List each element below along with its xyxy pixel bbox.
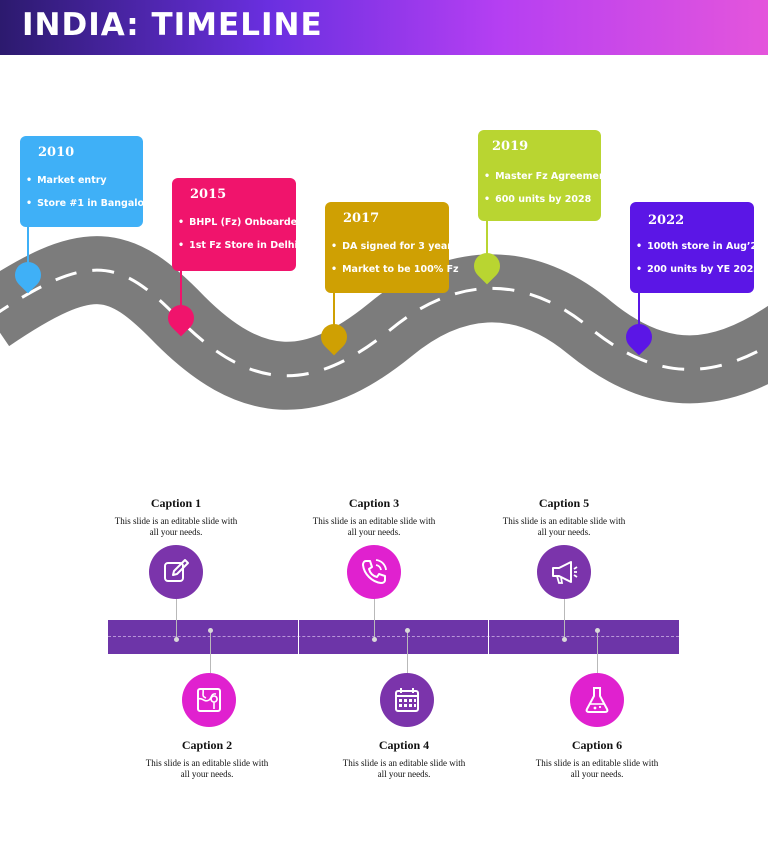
stem-2019 bbox=[486, 220, 488, 256]
page-title: INDIA: TIMELINE bbox=[22, 7, 323, 43]
milestone-item: Master Fz Agreement bbox=[484, 171, 610, 182]
caption-description: all your needs. bbox=[149, 527, 203, 537]
caption-description: This slide is an editable slide with bbox=[145, 758, 269, 768]
caption-timeline-bar bbox=[108, 620, 679, 654]
caption-description: all your needs. bbox=[377, 769, 431, 779]
caption-6-circle bbox=[570, 673, 624, 727]
caption-description: This slide is an editable slide with bbox=[342, 758, 466, 768]
map-icon bbox=[197, 688, 221, 712]
stem-2017 bbox=[333, 292, 335, 328]
connector-line bbox=[374, 598, 375, 640]
connector-line bbox=[407, 631, 408, 673]
edit-icon bbox=[164, 559, 189, 582]
milestone-year: 2019 bbox=[492, 139, 529, 154]
caption-title: Caption 6 bbox=[571, 738, 623, 752]
connector-dot bbox=[405, 628, 410, 633]
caption-description: all your needs. bbox=[180, 769, 234, 779]
milestone-item: 200 units by YE 2023 bbox=[636, 264, 764, 275]
milestone-2017: 2017 DA signed for 3 years Market to be … bbox=[325, 202, 459, 293]
flask-icon bbox=[585, 687, 609, 713]
caption-title: Caption 2 bbox=[181, 738, 233, 752]
milestone-2022: 2022 100th store in Aug’22 200 units by … bbox=[630, 202, 764, 293]
caption-description: all your needs. bbox=[347, 527, 401, 537]
caption-title: Caption 3 bbox=[348, 496, 400, 510]
caption-4-circle bbox=[380, 673, 434, 727]
milestone-year: 2017 bbox=[343, 211, 380, 226]
caption-3-circle bbox=[347, 545, 401, 599]
caption-description: This slide is an editable slide with bbox=[535, 758, 659, 768]
caption-title: Caption 4 bbox=[378, 738, 430, 752]
caption-5-circle bbox=[537, 545, 591, 599]
caption-description: all your needs. bbox=[570, 769, 624, 779]
milestone-item: 600 units by 2028 bbox=[484, 194, 610, 205]
caption-description: This slide is an editable slide with bbox=[502, 516, 626, 526]
caption-5: Caption 5 This slide is an editable slid… bbox=[489, 496, 639, 538]
milestone-item: 100th store in Aug’22 bbox=[636, 241, 764, 252]
milestone-item: Market entry bbox=[26, 175, 155, 186]
bar-dashed-line bbox=[108, 636, 679, 637]
bar-divider bbox=[298, 620, 299, 654]
caption-1: Caption 1 This slide is an editable slid… bbox=[101, 496, 251, 538]
caption-6: Caption 6 This slide is an editable slid… bbox=[522, 738, 672, 780]
caption-description: This slide is an editable slide with bbox=[114, 516, 238, 526]
milestone-year: 2022 bbox=[648, 213, 685, 228]
caption-4: Caption 4 This slide is an editable slid… bbox=[329, 738, 479, 780]
milestone-2015: 2015 BHPL (Fz) Onboarded 1st Fz Store in… bbox=[172, 178, 304, 271]
milestone-item: Market to be 100% Fz bbox=[331, 264, 459, 275]
caption-2-circle bbox=[182, 673, 236, 727]
connector-line bbox=[176, 598, 177, 640]
connector-dot bbox=[562, 637, 567, 642]
bar-divider bbox=[488, 620, 489, 654]
caption-3: Caption 3 This slide is an editable slid… bbox=[299, 496, 449, 538]
connector-dot bbox=[595, 628, 600, 633]
milestone-year: 2010 bbox=[38, 145, 75, 160]
caption-description: all your needs. bbox=[537, 527, 591, 537]
milestone-item: DA signed for 3 years bbox=[331, 241, 459, 252]
milestone-2010: 2010 Market entry Store #1 in Bangalore bbox=[20, 136, 155, 227]
stem-2010 bbox=[27, 226, 29, 271]
milestone-year: 2015 bbox=[190, 187, 227, 202]
title-banner: INDIA: TIMELINE bbox=[0, 0, 768, 55]
connector-line bbox=[564, 598, 565, 640]
caption-1-circle bbox=[149, 545, 203, 599]
stem-2022 bbox=[638, 292, 640, 328]
milestone-item: Store #1 in Bangalore bbox=[26, 198, 155, 209]
connector-dot bbox=[208, 628, 213, 633]
calendar-icon bbox=[395, 688, 419, 712]
caption-2: Caption 2 This slide is an editable slid… bbox=[132, 738, 282, 780]
connector-line bbox=[210, 631, 211, 673]
milestone-item: BHPL (Fz) Onboarded bbox=[178, 217, 304, 228]
milestone-item: 1st Fz Store in Delhi bbox=[178, 240, 304, 251]
caption-title: Caption 5 bbox=[538, 496, 590, 510]
connector-line bbox=[597, 631, 598, 673]
connector-dot bbox=[174, 637, 179, 642]
phone-icon bbox=[362, 559, 387, 584]
caption-title: Caption 1 bbox=[150, 496, 202, 510]
connector-dot bbox=[372, 637, 377, 642]
megaphone-icon bbox=[552, 561, 578, 584]
caption-description: This slide is an editable slide with bbox=[312, 516, 436, 526]
stem-2015 bbox=[180, 270, 182, 310]
milestone-2019: 2019 Master Fz Agreement 600 units by 20… bbox=[478, 130, 610, 221]
